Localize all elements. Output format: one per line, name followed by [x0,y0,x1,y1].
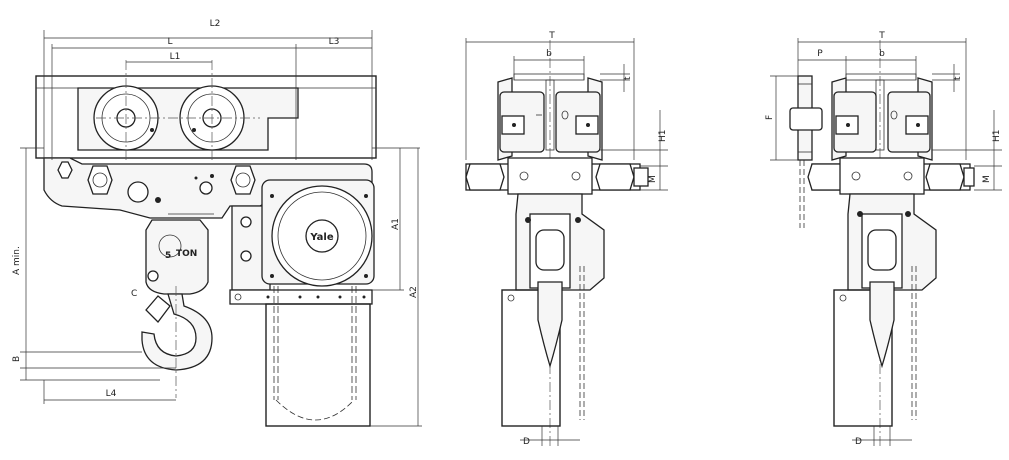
chain-box-front [501,289,561,427]
hand-chain-front [579,266,585,420]
label-H1: H1 [658,130,668,143]
label-T-geared: T [878,31,885,41]
hand-chain [273,286,357,421]
hook-front [537,281,563,369]
label-D-geared: D [855,437,862,447]
axle-nut-right [230,165,256,195]
label-t-geared: t [953,76,963,80]
label-L2: L2 [210,19,221,29]
hand-chain-geared [911,266,917,420]
drive-chain [799,160,805,228]
label-A2: A2 [409,286,419,298]
geared-view-dimensions [770,38,1002,446]
capacity-number: 5 [165,251,171,261]
brand-text: Yale [309,232,333,243]
side-view-dimensions [20,30,422,427]
label-t: t [623,76,633,80]
label-P: P [817,49,823,59]
label-L1: L1 [170,52,181,62]
label-C: C [131,289,137,299]
label-D: D [523,437,530,447]
hook-geared [869,281,895,369]
label-T: T [548,31,555,41]
label-b-geared: b [879,49,885,59]
label-L4: L4 [106,389,117,399]
label-b: b [546,49,552,59]
label-M: M [648,175,658,183]
chain-box-geared [833,289,893,427]
hook [141,293,213,371]
chain-box [265,303,371,427]
label-B: B [12,356,22,362]
geared-front-view: T P b t F H1 M D [765,31,1002,448]
front-view-dimensions [465,38,668,446]
label-A1: A1 [391,218,401,230]
side-view: Yale 5 TON [12,19,422,427]
label-F: F [765,115,775,120]
label-L3: L3 [329,37,340,47]
axle-nut-left [87,165,113,195]
label-M-geared: M [982,175,992,183]
label-A-min: A min. [12,246,22,275]
label-L: L [167,37,172,47]
capacity-unit: TON [176,249,197,259]
front-view: T b t H1 M D [465,31,668,448]
beam [35,75,377,159]
label-H1-geared: H1 [992,130,1002,143]
